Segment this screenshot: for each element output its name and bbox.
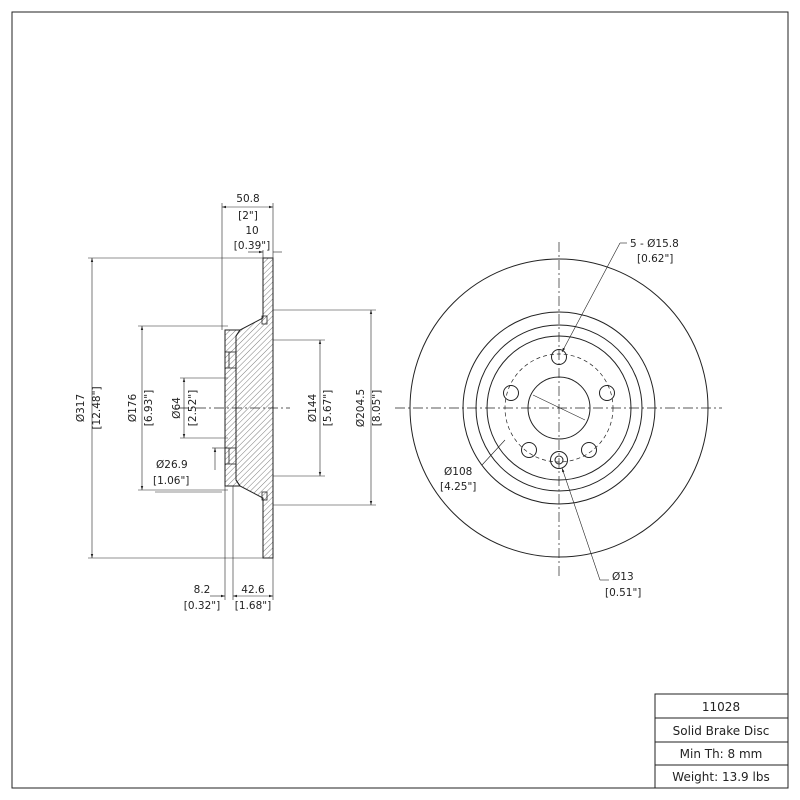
hat-height-mm: 42.6 [241,584,265,596]
bolt-holes [503,349,615,458]
hat-outer-edge [486,335,632,481]
width-overall-mm: 50.8 [236,193,259,205]
bolt-hole [581,442,597,458]
friction-inner-edge [462,311,656,505]
rotor-section-profile [235,257,274,559]
min-thickness: Min Th: 8 mm [680,747,763,761]
locator-hole-mm: Ø13 [612,571,634,583]
bolt-circle-mm: Ø108 [444,466,472,478]
bolt-holes-in: [0.62"] [637,253,673,265]
hat-height-in: [1.68"] [235,600,271,612]
side-section-view [88,203,376,600]
rotor-thickness-in: [0.39"] [234,240,270,252]
hat-diameter-mm: Ø176 [127,394,139,423]
bolt-hole [551,349,567,365]
bolt-hole [599,385,615,401]
center-bore-mm: Ø64 [171,397,183,419]
locator-hole-in: [0.51"] [605,587,641,599]
rotor-outer-edge [409,258,709,558]
front-view [395,242,722,581]
locator-hole [550,451,568,469]
inner-diameter-mm: Ø144 [307,394,319,423]
bolt-circle [504,353,614,463]
bolt-holes-mm: 5 - Ø15.8 [630,238,679,250]
face-inner-diameter-in: [8.05"] [371,390,383,426]
bolt-circle-in: [4.25"] [440,481,476,493]
bolt-hole [521,442,537,458]
bolt-hole [503,385,519,401]
part-number: 11028 [702,700,740,714]
rotor-thickness-mm: 10 [245,225,258,237]
outer-diameter-mm: Ø317 [75,394,87,422]
title-block [654,693,789,789]
hub-offset-in: [0.32"] [184,600,220,612]
weight: Weight: 13.9 lbs [672,770,769,784]
inner-diameter-in: [5.67"] [322,390,334,426]
part-description: Solid Brake Disc [673,724,770,738]
center-bore [527,376,591,440]
width-overall-in: [2"] [238,210,258,222]
center-bore-in: [2.52"] [187,390,199,426]
outer-diameter-in: [12.48"] [91,386,103,429]
pilot-diameter-mm: Ø26.9 [156,459,188,471]
face-inner-diameter-mm: Ø204.5 [355,389,367,427]
hub-offset-mm: 8.2 [194,584,211,596]
pilot-diameter-in: [1.06"] [153,475,189,487]
hat-diameter-in: [6.93"] [143,390,155,426]
drawing-border [11,11,789,789]
